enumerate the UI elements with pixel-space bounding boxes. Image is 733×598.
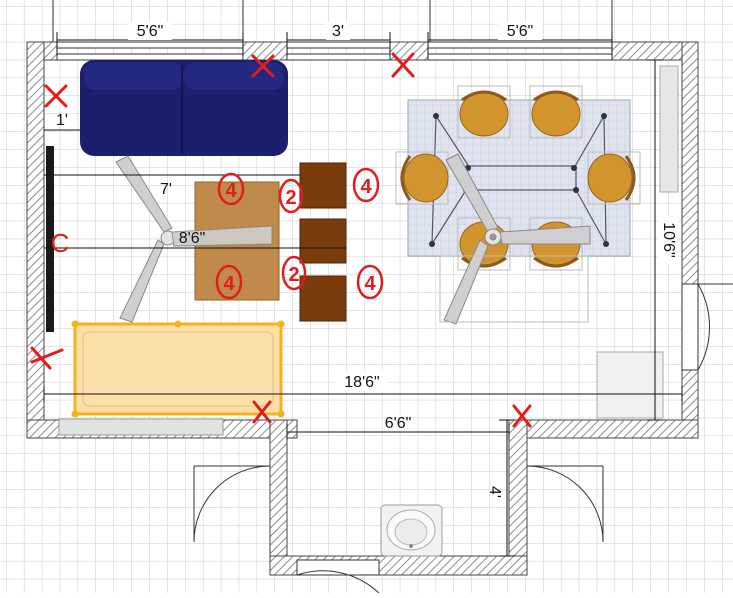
stools[interactable] (299, 162, 347, 322)
sofa[interactable] (80, 60, 288, 156)
red-markup-text: 4 2 4 4 2 4 C (51, 176, 377, 295)
top-openings (56, 41, 613, 61)
dim-seating-depth: 7' (160, 181, 172, 198)
x-mark (251, 54, 275, 78)
circle-mark (356, 264, 384, 300)
dim-alcove-depth: 4' (486, 486, 503, 498)
bench[interactable] (71, 320, 285, 418)
x-mark (252, 400, 272, 424)
right-door (681, 283, 733, 371)
x-mark (44, 84, 68, 108)
dim-top-left: 5'6" (137, 23, 164, 40)
markup-two: 2 (288, 264, 299, 286)
chair-top-right[interactable] (529, 85, 583, 139)
circle-mark (215, 264, 243, 300)
dim-top-right: 5'6" (507, 23, 534, 40)
alcove-doors (193, 465, 604, 594)
dim-room-depth: 10'6" (660, 222, 677, 257)
appliance-box (596, 351, 664, 419)
dim-alcove-width: 6'6" (385, 415, 412, 432)
markup-four: 4 (223, 273, 235, 295)
chair-left[interactable] (395, 151, 449, 205)
red-x-marks (30, 52, 532, 428)
dim-coffee-span: 8'6" (179, 230, 206, 247)
markup-four: 4 (360, 176, 372, 198)
dim-sofa-offset: 1' (56, 112, 68, 129)
tv-panel (46, 146, 54, 332)
right-shelf (659, 65, 679, 193)
red-circled-numbers (215, 167, 384, 300)
fan-bbox-outline (439, 255, 589, 323)
markup-four: 4 (364, 273, 376, 295)
circle-mark (352, 167, 380, 203)
fan-blade-overlay (171, 225, 273, 247)
markup-letter-c: C (51, 228, 70, 258)
circle-mark (281, 255, 307, 291)
chair-top-left[interactable] (457, 85, 511, 139)
dimension-lines (43, 32, 683, 557)
x-mark (512, 404, 532, 428)
sink[interactable] (380, 504, 443, 557)
chair-right[interactable] (587, 151, 641, 205)
dim-top-door: 3' (332, 23, 344, 40)
circle-mark (217, 172, 245, 206)
bottom-shelf (58, 418, 224, 436)
circle-mark (278, 178, 304, 214)
x-mark (391, 52, 415, 78)
markup-four: 4 (225, 180, 237, 202)
x-mark (30, 346, 64, 370)
exterior-door-lines (52, 0, 613, 44)
ceiling-fan-right (443, 153, 591, 325)
dimension-labels: 5'6" 3' 5'6" 1' 7' 8'6" 18'6" 6'6" 4' 10… (56, 22, 678, 498)
markup-two: 2 (285, 187, 296, 209)
dim-room-width: 18'6" (344, 374, 379, 391)
